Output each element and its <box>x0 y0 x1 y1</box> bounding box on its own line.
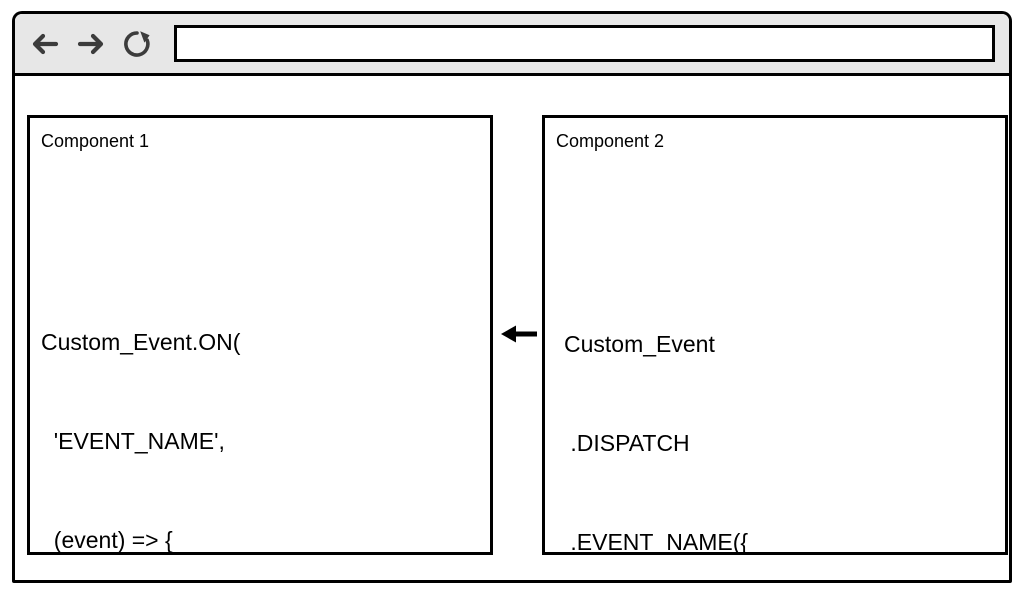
component-1-code: Custom_Event.ON( 'EVENT_NAME', (event) =… <box>41 260 405 580</box>
browser-window: Component 1 Custom_Event.ON( 'EVENT_NAME… <box>12 11 1012 583</box>
component-1-title: Component 1 <box>41 131 150 151</box>
browser-toolbar <box>15 14 1009 76</box>
reload-icon[interactable] <box>120 27 154 61</box>
component-panel-1: Component 1 Custom_Event.ON( 'EVENT_NAME… <box>27 115 493 555</box>
code-line: (event) => { <box>41 527 173 553</box>
component-panel-2: Component 2 Custom_Event .DISPATCH .EVEN… <box>542 115 1008 555</box>
component-2-code: Custom_Event .DISPATCH .EVENT_NAME({ dat… <box>564 262 774 580</box>
code-line: .DISPATCH <box>564 430 690 456</box>
page-content: Component 1 Custom_Event.ON( 'EVENT_NAME… <box>15 76 1009 580</box>
address-bar-input[interactable] <box>174 25 995 62</box>
arrow-left-icon[interactable] <box>28 27 62 61</box>
component-2-title: Component 2 <box>556 131 665 151</box>
arrow-right-icon[interactable] <box>74 27 108 61</box>
code-line: Custom_Event.ON( <box>41 329 241 355</box>
code-line: .EVENT_NAME({ <box>564 529 749 555</box>
event-flow-arrow <box>499 321 539 347</box>
code-line: Custom_Event <box>564 331 715 357</box>
code-line: 'EVENT_NAME', <box>41 428 225 454</box>
